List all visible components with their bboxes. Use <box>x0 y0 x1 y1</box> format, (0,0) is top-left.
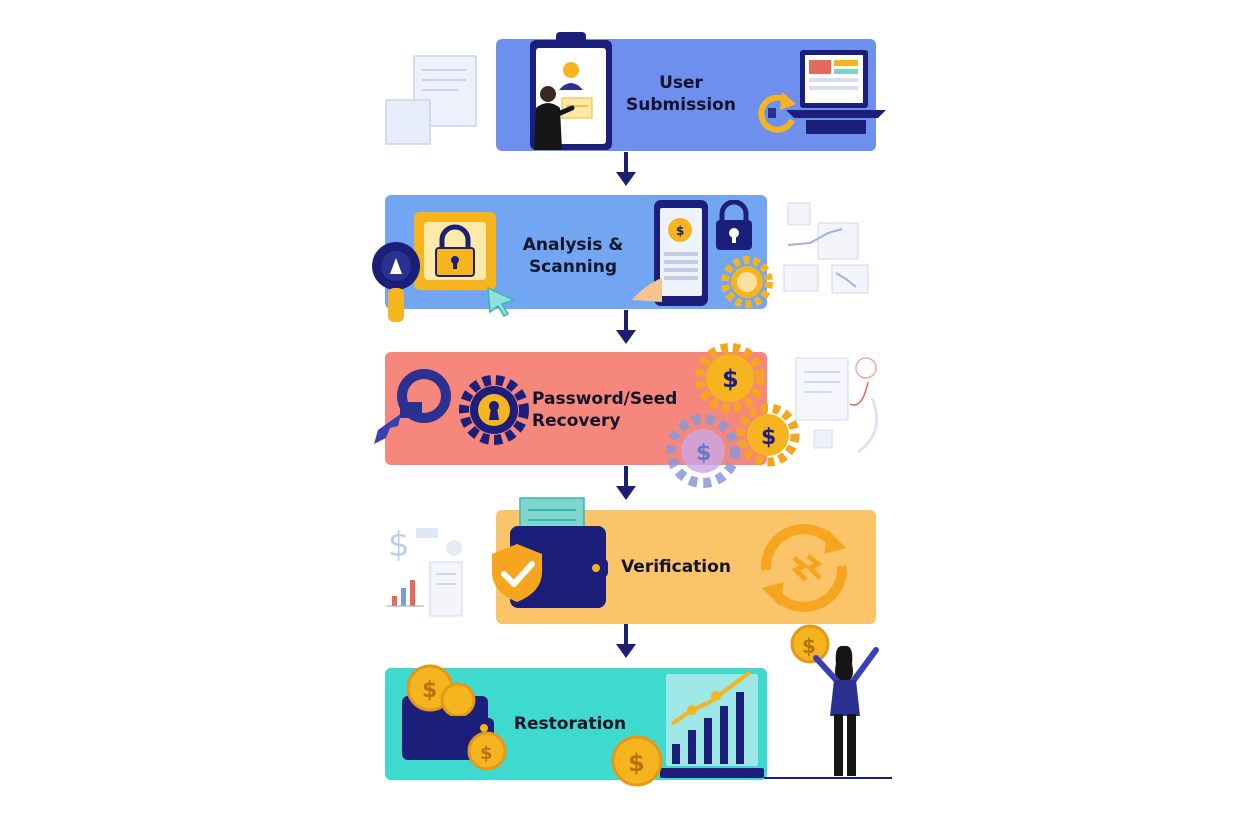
finance-sketch-icon: $ <box>386 525 463 617</box>
key-icon <box>374 369 451 444</box>
svg-text:$: $ <box>722 365 739 393</box>
step-label-restoration: Restoration <box>500 713 640 735</box>
person-icon <box>534 86 575 150</box>
shield-check-icon <box>492 544 542 602</box>
step-label-analysis-scanning: Analysis & Scanning <box>508 234 638 278</box>
coin-icon: $ <box>406 664 476 716</box>
coin-icon: $ <box>611 735 663 787</box>
flow-arrow <box>616 310 636 344</box>
step-label-line1: Password/Seed <box>532 389 678 409</box>
step-label-line1: User <box>659 73 703 93</box>
coin-icon: $ <box>467 731 507 771</box>
cursor-icon <box>487 286 517 317</box>
svg-text:$: $ <box>480 743 493 764</box>
chart-sketch-icon <box>783 202 869 294</box>
laptop-icon <box>786 50 886 134</box>
padlock-icon <box>716 200 752 250</box>
dollar-gear-icon: $ <box>736 403 800 467</box>
flow-arrow <box>616 624 636 658</box>
step-label-line1: Analysis & <box>522 235 624 255</box>
step-label-line1: Verification <box>621 557 731 577</box>
svg-text:$: $ <box>676 224 684 238</box>
step-label-line1: Restoration <box>513 714 627 734</box>
magnifier-icon <box>372 242 420 322</box>
flow-arrow <box>616 466 636 500</box>
gear-icon: $ <box>666 414 740 488</box>
step-label-password-seed-recovery: Password/Seed Recovery <box>532 388 702 432</box>
refresh-icon <box>758 92 796 133</box>
step-label-line2: Recovery <box>532 411 621 431</box>
keyhole-gear-icon <box>459 375 529 445</box>
step-label-line2: Submission <box>626 95 736 115</box>
flow-arrow <box>616 152 636 186</box>
step-label-line2: Scanning <box>528 257 618 277</box>
sync-arrows-icon <box>760 524 848 612</box>
document-sketch-icon <box>385 55 477 145</box>
invoice-sketch-icon <box>795 357 879 454</box>
svg-text:$: $ <box>388 525 410 565</box>
svg-text:$: $ <box>696 441 711 466</box>
wallet-icon <box>510 497 608 608</box>
step-label-verification: Verification <box>606 556 746 578</box>
svg-text:$: $ <box>802 634 816 658</box>
step-label-user-submission: User Submission <box>606 72 756 116</box>
svg-text:$: $ <box>628 749 645 777</box>
svg-text:$: $ <box>761 425 776 450</box>
gear-icon <box>721 256 773 308</box>
person-icon: $ <box>764 624 892 779</box>
dollar-gear-icon: $ <box>695 343 765 413</box>
padlock-icon <box>414 212 496 290</box>
svg-text:$: $ <box>422 678 437 703</box>
smartphone-icon: $ <box>632 200 708 306</box>
bar-chart-icon <box>660 670 764 778</box>
